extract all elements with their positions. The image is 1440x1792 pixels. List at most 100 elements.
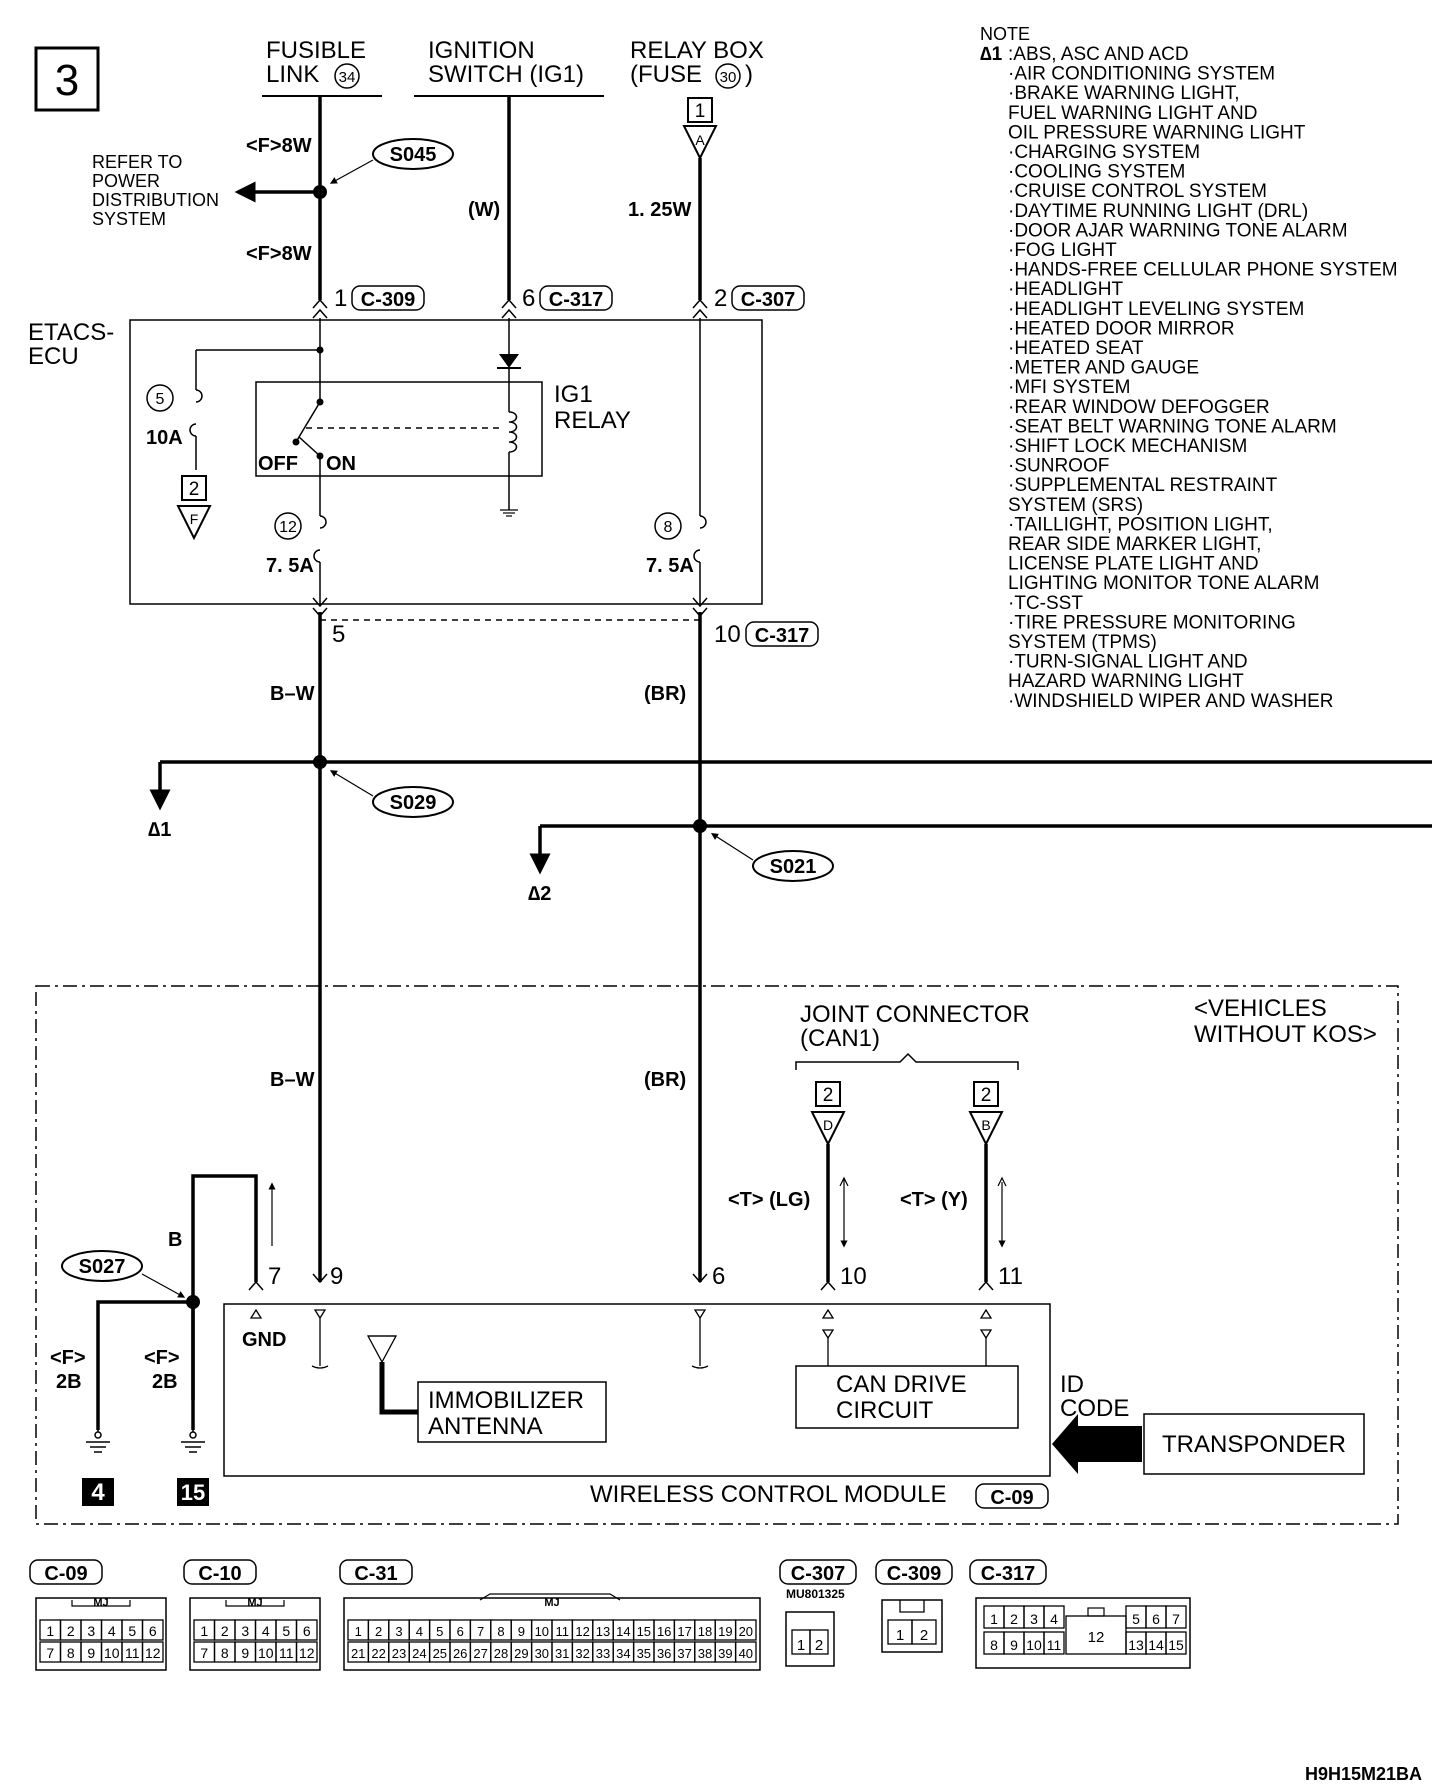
c10-pin: 10	[258, 1645, 274, 1661]
relay-off-label: OFF	[258, 453, 298, 475]
wire-label-f8w-bottom: <F>8W	[246, 243, 312, 265]
c317-pin: 7	[1172, 1611, 1180, 1627]
page-number-box: 3	[34, 46, 100, 112]
splice-s029: S029	[329, 770, 454, 818]
c10-pin: 6	[303, 1623, 311, 1639]
note-item: ·CHARGING SYSTEM	[1008, 142, 1200, 163]
c10-pin: 12	[299, 1645, 315, 1661]
splice-s027: S027	[61, 1250, 186, 1298]
c10-pin: 11	[279, 1645, 294, 1661]
c09-pin: 6	[149, 1623, 157, 1639]
c09-pin: 2	[67, 1623, 75, 1639]
etacs-fuse-12-number: 12	[279, 519, 297, 536]
c31-pin: 13	[596, 1624, 610, 1639]
splice-s045-label: S045	[390, 144, 437, 166]
note-item: ·AIR CONDITIONING SYSTEM	[1008, 64, 1275, 85]
note-item: ·SUNROOF	[1008, 456, 1109, 477]
module-pin-7: 7	[268, 1263, 281, 1290]
c31-pin: 26	[453, 1646, 467, 1661]
etacs-fuse-12-rating: 7. 5A	[266, 555, 314, 577]
c31-pin: 22	[371, 1646, 385, 1661]
relay-box-label-3: )	[745, 61, 753, 88]
c31-pin: 29	[514, 1646, 528, 1661]
wire-label-br-1: (BR)	[644, 683, 686, 705]
jc-b-letter: B	[981, 1117, 990, 1133]
c31-pin: 36	[657, 1646, 671, 1661]
etacs-title-2: ECU	[28, 343, 79, 370]
refer-line-1: REFER TO	[92, 152, 182, 172]
splice-s045: S045	[329, 138, 454, 184]
relay-on-label: ON	[326, 453, 356, 475]
splice-s027-label: S027	[79, 1256, 126, 1278]
module-gnd-label: GND	[242, 1329, 286, 1351]
splice-s021-label: S021	[770, 856, 817, 878]
c309-pin: 2	[920, 1627, 928, 1644]
wire-label-bw-2: B–W	[270, 1069, 315, 1091]
id-code-label-1: ID	[1060, 1371, 1084, 1398]
c31-pin: 38	[698, 1646, 712, 1661]
fusible-link-header: FUSIBLE LINK 34	[262, 37, 382, 97]
refer-line-2: POWER	[92, 171, 160, 191]
note-item: ·TIRE PRESSURE MONITORING	[1008, 612, 1296, 633]
c309-pin: 1	[896, 1627, 904, 1644]
connector-label-c09: C-09	[44, 1563, 87, 1585]
ignition-switch-header: IGNITION SWITCH (IG1)	[414, 37, 604, 97]
wire-label-125w: 1. 25W	[628, 199, 691, 221]
c10-pin: 7	[200, 1645, 208, 1661]
c31-pin: 19	[718, 1624, 732, 1639]
c307-part-number: MU801325	[786, 1587, 845, 1601]
c31-pin: 9	[518, 1624, 525, 1639]
main-wires	[149, 96, 1432, 1282]
etacs-fuse-5-rating: 10A	[146, 427, 183, 449]
c31-pin: 6	[457, 1624, 464, 1639]
etacs-pin-5: 5	[332, 621, 345, 648]
module-pin-numbers: 7 9 6 10 11	[268, 1263, 1023, 1290]
note-items: :ABS, ASC AND ACD·AIR CONDITIONING SYSTE…	[1008, 44, 1398, 712]
jc-d-number: 2	[823, 1085, 834, 1106]
etacs-pin-10: 10	[714, 621, 741, 648]
note-block: NOTE ∆1 :ABS, ASC AND ACD·AIR CONDITIONI…	[980, 24, 1398, 712]
c31-pin: 7	[477, 1624, 484, 1639]
note-item: ·MFI SYSTEM	[1008, 377, 1130, 398]
c317-pin: 10	[1026, 1637, 1042, 1653]
module-pin-10: 10	[840, 1263, 867, 1290]
c31-pin: 12	[575, 1624, 589, 1639]
c09-pin: 8	[67, 1645, 75, 1661]
immobilizer-label-2: ANTENNA	[428, 1413, 543, 1440]
c09-pin: 10	[104, 1645, 120, 1661]
note-item: ·CRUISE CONTROL SYSTEM	[1008, 181, 1267, 202]
joint-connector-can1: JOINT CONNECTOR (CAN1) 2 D 2 B	[795, 1001, 1030, 1147]
c09-pin: 3	[87, 1623, 95, 1639]
fusible-link-label-2: LINK	[266, 61, 319, 88]
c10-pin: 3	[241, 1623, 249, 1639]
c317-pin: 1	[990, 1611, 998, 1627]
refer-line-4: SYSTEM	[92, 209, 166, 229]
module-wires	[96, 1144, 1007, 1430]
note-item: ·SHIFT LOCK MECHANISM	[1008, 436, 1247, 457]
c10-pin: 9	[241, 1645, 249, 1661]
c10-pin: 5	[282, 1623, 290, 1639]
c31-pin: 5	[436, 1624, 443, 1639]
transponder-label: TRANSPONDER	[1162, 1431, 1346, 1458]
c31-pin: 28	[494, 1646, 508, 1661]
etacs-connector-f-number: 2	[189, 479, 200, 500]
c317-pin: 2	[1010, 1611, 1018, 1627]
etacs-pin-1: 1	[334, 285, 347, 312]
c31-pin: 24	[412, 1646, 426, 1661]
c307-pin: 2	[815, 1637, 823, 1654]
c31-pin: 11	[555, 1624, 569, 1639]
variant-label-2: WITHOUT KOS>	[1194, 1021, 1377, 1048]
note-item: SYSTEM (TPMS)	[1008, 632, 1157, 653]
wire-labels: <F>8W <F>8W (W) 1. 25W B–W (BR) B–W (BR)…	[50, 135, 968, 1393]
c31-pin: 32	[575, 1646, 589, 1661]
etacs-fuse-5-number: 5	[156, 391, 165, 408]
connector-label-c10: C-10	[198, 1563, 241, 1585]
refer-line-3: DISTRIBUTION	[92, 190, 219, 210]
c317-pin: 9	[1010, 1637, 1018, 1653]
note-item: ·WINDSHIELD WIPER AND WASHER	[1008, 691, 1334, 712]
note-item: FUEL WARNING LIGHT AND	[1008, 103, 1258, 124]
relay-box-connector-letter: A	[695, 132, 705, 148]
vehicles-without-kos-region	[35, 985, 1399, 1525]
note-item: ·TAILLIGHT, POSITION LIGHT,	[1008, 514, 1273, 535]
